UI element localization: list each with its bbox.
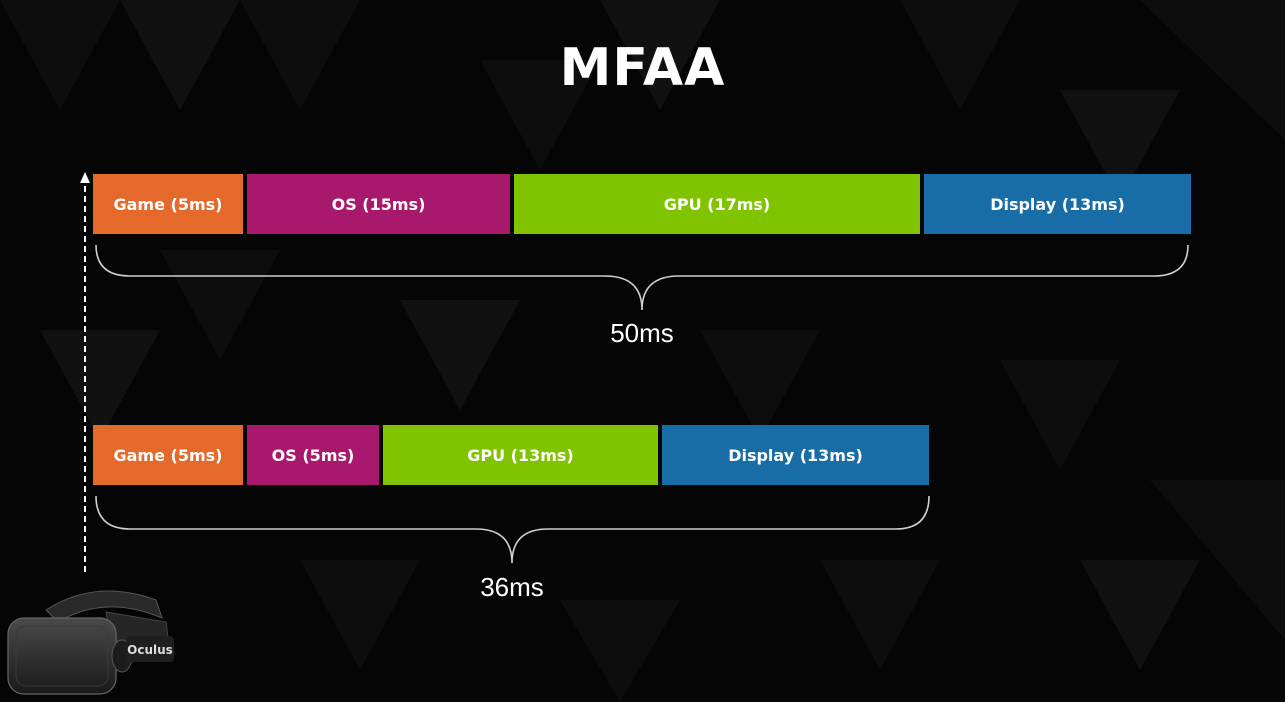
- pipeline1-display-label: Display (13ms): [990, 194, 1125, 214]
- pipeline2-gpu-label: GPU (13ms): [467, 445, 574, 465]
- pipeline1-game-label: Game (5ms): [113, 194, 223, 214]
- pipeline2-game-segment: Game (5ms): [93, 425, 243, 485]
- pipeline1-display-segment: Display (13ms): [924, 174, 1191, 234]
- pipeline1-gpu-label: GPU (17ms): [663, 194, 771, 214]
- pipeline1-os-label: OS (15ms): [331, 194, 426, 214]
- pipeline2-total-label: 36ms: [480, 572, 544, 602]
- pipeline2-game-label: Game (5ms): [113, 445, 223, 465]
- svg-text:Oculus: Oculus: [127, 643, 173, 657]
- pipeline1-game-segment: Game (5ms): [93, 174, 243, 234]
- dashed-arrow-line: [84, 186, 86, 572]
- pipeline1-os-segment: OS (15ms): [247, 174, 510, 234]
- pipeline2-os-segment: OS (5ms): [247, 425, 379, 485]
- pipeline1-gpu-segment: GPU (17ms): [514, 174, 920, 234]
- pipeline2-display-segment: Display (13ms): [662, 425, 929, 485]
- slide-title: MFAA: [559, 38, 726, 98]
- pipeline2-gpu-segment: GPU (13ms): [383, 425, 658, 485]
- vr-headset-icon: Oculus: [7, 590, 174, 695]
- pipeline1-total-label: 50ms: [610, 318, 674, 348]
- pipeline2-display-label: Display (13ms): [728, 445, 863, 465]
- dashed-arrow-head-icon: [80, 172, 90, 183]
- pipeline2-os-label: OS (5ms): [271, 445, 355, 465]
